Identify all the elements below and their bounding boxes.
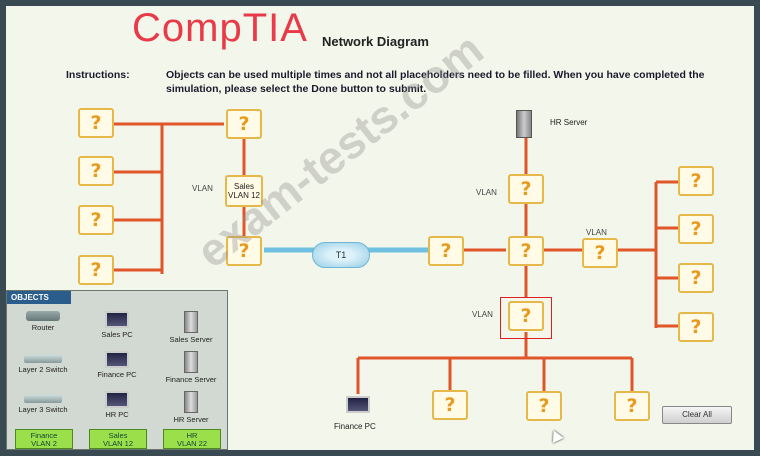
placeholder-slot[interactable]: ? <box>678 312 714 342</box>
object-label: Finance Server <box>165 375 217 384</box>
object-layer3-switch[interactable]: Layer 3 Switch <box>7 389 79 425</box>
vlan-button-line1: HR <box>186 431 198 440</box>
placeholder-slot[interactable]: ? <box>678 166 714 196</box>
placeholder-slot[interactable]: ? <box>678 263 714 293</box>
placeholder-slot[interactable]: ? <box>78 156 114 186</box>
question-mark: ? <box>690 267 702 289</box>
vlan-button-line1: Finance <box>30 431 58 440</box>
placeholder-slot[interactable]: ? <box>678 214 714 244</box>
object-label: HR Server <box>173 415 209 424</box>
object-finance-pc[interactable]: Finance PC <box>81 349 153 385</box>
t1-label: T1 <box>335 250 347 260</box>
objects-header: OBJECTS <box>7 291 71 304</box>
pc-icon <box>105 351 129 368</box>
router-icon <box>26 311 60 321</box>
placeholder-slot[interactable]: ? <box>226 236 262 266</box>
question-mark: ? <box>90 209 102 231</box>
question-mark: ? <box>626 395 638 417</box>
placeholder-slot[interactable]: ? <box>508 236 544 266</box>
object-label: Layer 3 Switch <box>18 405 68 414</box>
finance-pc-icon <box>346 396 370 413</box>
question-mark: ? <box>90 112 102 134</box>
sales-vlan-line2: VLAN 12 <box>227 191 261 200</box>
vlan-button-finance[interactable]: Finance VLAN 2 <box>15 429 73 449</box>
question-mark: ? <box>90 160 102 182</box>
question-mark: ? <box>690 218 702 240</box>
placeholder-slot[interactable]: ? <box>614 391 650 421</box>
vlan-button-line2: VLAN 2 <box>31 439 57 448</box>
object-label: Router <box>31 323 55 332</box>
placeholder-slot[interactable]: ? <box>508 174 544 204</box>
question-mark: ? <box>238 113 250 135</box>
vlan-button-line1: Sales <box>108 431 128 440</box>
server-icon <box>184 311 198 333</box>
question-mark: ? <box>690 170 702 192</box>
switch-icon <box>24 355 62 363</box>
question-mark: ? <box>594 242 606 264</box>
object-sales-pc[interactable]: Sales PC <box>81 309 153 345</box>
object-router[interactable]: Router <box>7 309 79 345</box>
placeholder-slot[interactable]: ? <box>432 390 468 420</box>
object-hr-pc[interactable]: HR PC <box>81 389 153 425</box>
sales-vlan-line1: Sales <box>233 182 254 191</box>
question-mark: ? <box>238 240 250 262</box>
placeholder-slot[interactable]: ? <box>78 108 114 138</box>
object-label: Sales PC <box>101 330 133 339</box>
instructions-label: Instructions: <box>66 69 130 81</box>
object-label: Layer 2 Switch <box>18 365 68 374</box>
question-mark: ? <box>440 240 452 262</box>
pc-icon <box>346 396 370 413</box>
question-mark: ? <box>520 240 532 262</box>
sales-vlan-slot[interactable]: Sales VLAN 12 <box>225 175 263 207</box>
pc-icon <box>105 391 129 408</box>
server-icon <box>184 391 198 413</box>
network-wires <box>114 122 678 394</box>
question-mark: ? <box>520 178 532 200</box>
comptia-logo: CompTIA <box>132 6 308 50</box>
object-hr-server[interactable]: HR Server <box>155 389 227 425</box>
placeholder-slot[interactable]: ? <box>526 391 562 421</box>
placeholder-slot[interactable]: ? <box>78 205 114 235</box>
placeholder-slot[interactable]: ? <box>428 236 464 266</box>
question-mark: ? <box>520 305 532 327</box>
t1-cloud: T1 <box>312 242 370 268</box>
switch-icon <box>24 395 62 403</box>
question-mark: ? <box>90 259 102 281</box>
vlan-button-hr[interactable]: HR VLAN 22 <box>163 429 221 449</box>
page-title: Network Diagram <box>322 34 429 49</box>
placeholder-slot[interactable]: ? <box>78 255 114 285</box>
finance-pc-label: Finance PC <box>334 422 376 431</box>
objects-panel: OBJECTS Router Sales PC Sales Server Lay… <box>6 290 228 450</box>
vlan-button-line2: VLAN 22 <box>176 439 208 448</box>
hr-server-label: HR Server <box>550 118 588 127</box>
object-label: Sales Server <box>169 335 213 344</box>
clear-all-button[interactable]: Clear All <box>662 406 732 424</box>
selected-slot-highlight <box>500 297 552 339</box>
instructions-text: Objects can be used multiple times and n… <box>166 69 705 95</box>
vlan-label: VLAN <box>472 310 493 319</box>
vlan-button-line2: VLAN 12 <box>102 439 134 448</box>
vlan-button-sales[interactable]: Sales VLAN 12 <box>89 429 147 449</box>
object-layer2-switch[interactable]: Layer 2 Switch <box>7 349 79 385</box>
placeholder-slot[interactable]: ? <box>582 238 618 268</box>
question-mark: ? <box>444 394 456 416</box>
placeholder-slot[interactable]: ? <box>226 109 262 139</box>
object-finance-server[interactable]: Finance Server <box>155 349 227 385</box>
object-label: Finance PC <box>97 370 137 379</box>
server-icon <box>184 351 198 373</box>
object-label: HR PC <box>105 410 129 419</box>
placeholder-slot[interactable]: ? <box>508 301 544 331</box>
hr-server-icon <box>516 110 532 138</box>
question-mark: ? <box>690 316 702 338</box>
vlan-label: VLAN <box>476 188 497 197</box>
simulation-screen: CompTIA Network Diagram Instructions: Ob… <box>6 6 754 450</box>
object-sales-server[interactable]: Sales Server <box>155 309 227 345</box>
vlan-label: VLAN <box>586 228 607 237</box>
vlan-label: VLAN <box>192 184 213 193</box>
question-mark: ? <box>538 395 550 417</box>
pc-icon <box>105 311 129 328</box>
